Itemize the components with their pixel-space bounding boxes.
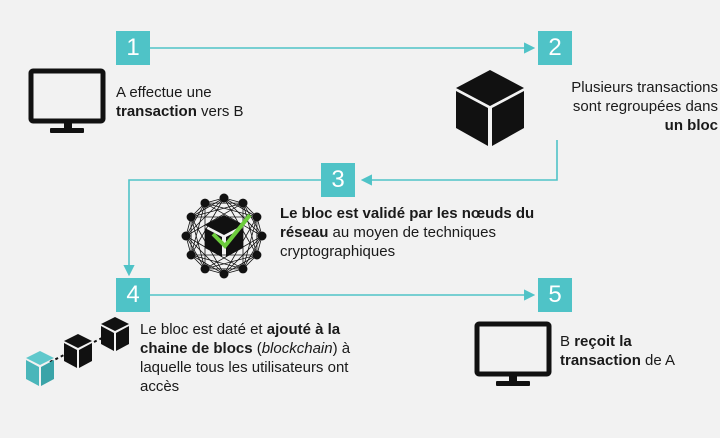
step-badge-5: 5 <box>538 278 572 312</box>
blockchain-icon <box>26 317 129 386</box>
network-node <box>200 264 210 274</box>
network-node <box>186 212 196 222</box>
network-link <box>190 216 206 270</box>
network-node <box>219 193 229 203</box>
monitor-icon <box>474 321 552 386</box>
network-validation-icon <box>181 193 267 279</box>
network-link <box>190 197 225 256</box>
step-badge-1: 1 <box>116 31 150 65</box>
network-node <box>252 250 262 260</box>
network-node <box>257 231 267 241</box>
network-link <box>242 235 263 270</box>
network-link <box>190 202 206 256</box>
network-node <box>181 231 191 241</box>
network-link <box>242 202 263 237</box>
network-node <box>238 198 248 208</box>
arrow-2-to-3 <box>360 140 558 186</box>
network-node <box>219 269 229 279</box>
network-node <box>238 264 248 274</box>
network-node <box>200 198 210 208</box>
network-link <box>190 197 225 218</box>
step-badge-2: 2 <box>538 31 572 65</box>
monitor-icon <box>28 68 106 133</box>
network-link <box>185 202 206 237</box>
network-link <box>190 254 225 275</box>
network-link <box>223 197 258 218</box>
network-link <box>185 202 244 237</box>
arrow-3-to-4 <box>123 179 321 277</box>
network-link <box>223 254 258 275</box>
network-node <box>186 250 196 260</box>
step-1-text: A effectue une transaction vers B <box>116 84 244 120</box>
cube-icon <box>456 70 524 146</box>
network-link <box>185 235 206 270</box>
step-badge-3: 3 <box>321 163 355 197</box>
network-link <box>204 202 263 237</box>
network-node <box>252 212 262 222</box>
step-badge-4: 4 <box>116 278 150 312</box>
